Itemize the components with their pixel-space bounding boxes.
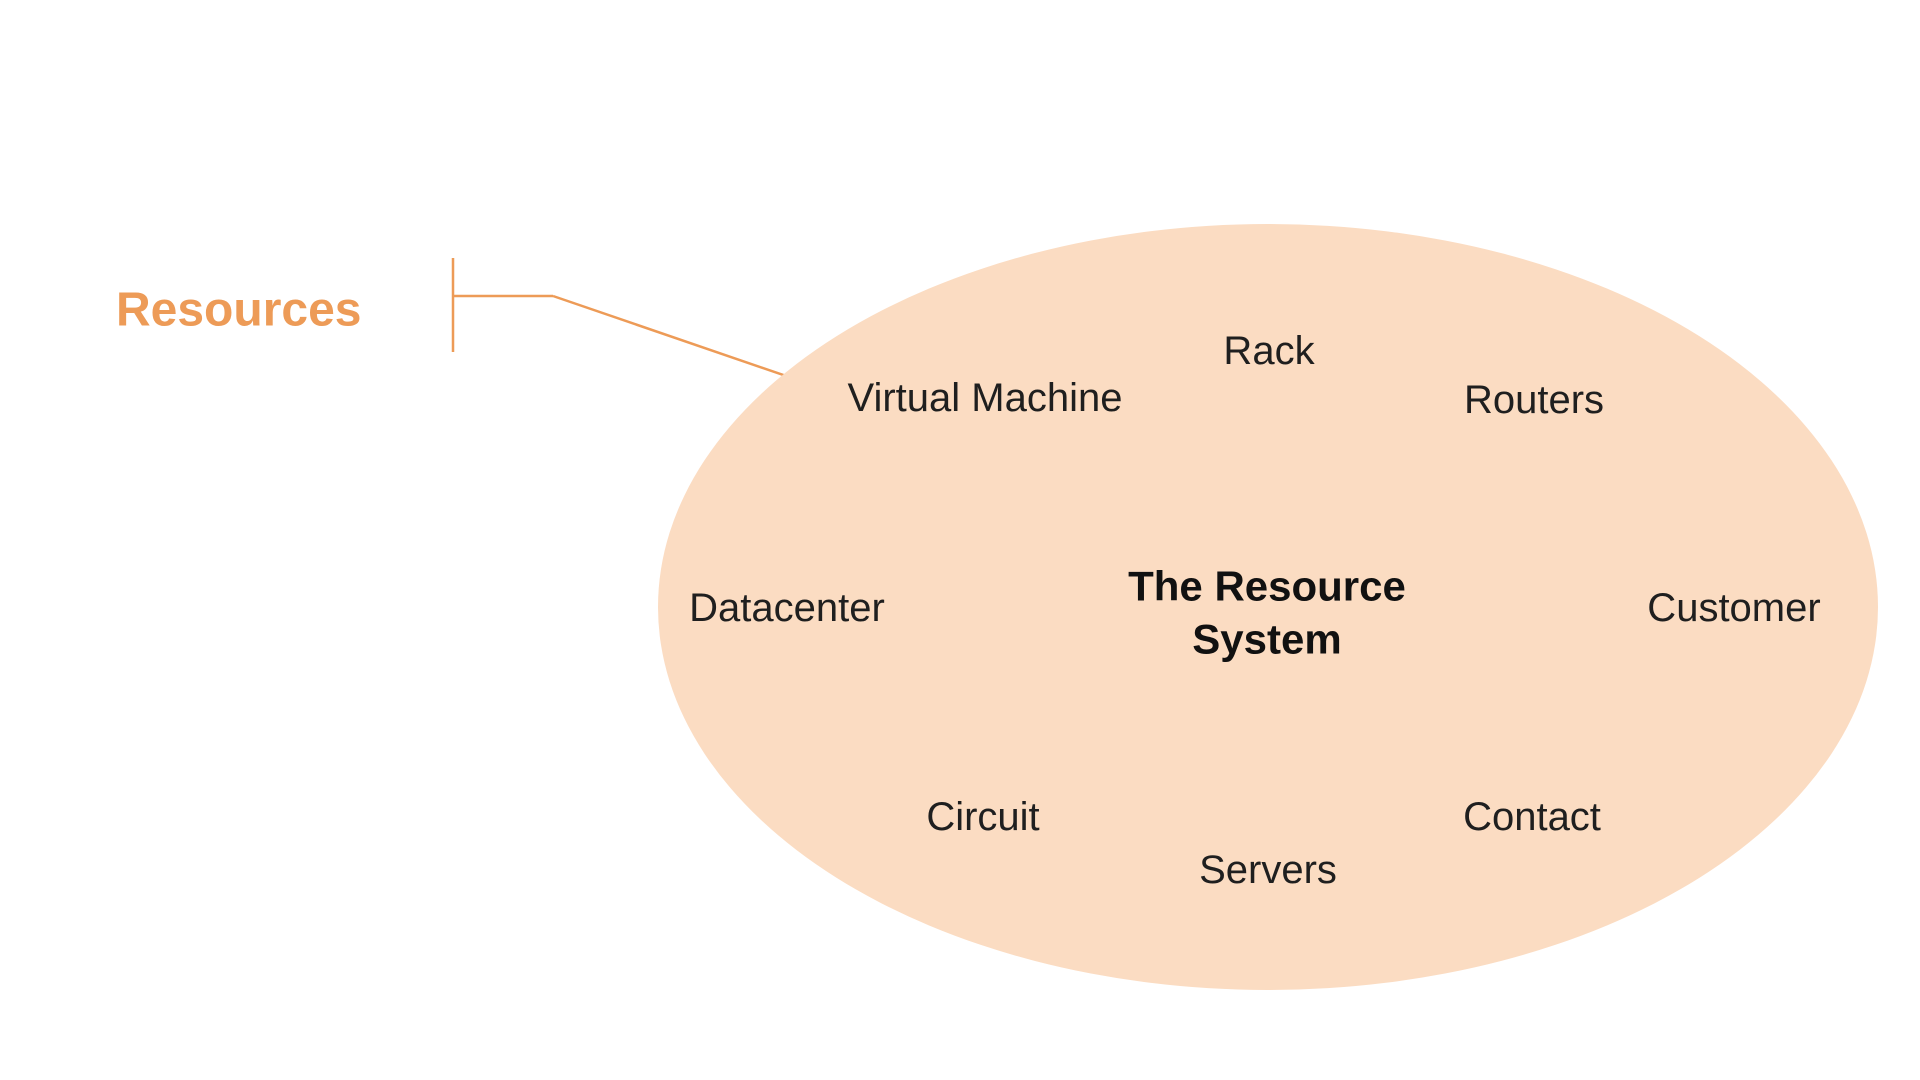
node-virtual-machine: Virtual Machine [847,376,1123,420]
node-circuit: Circuit [926,795,1040,839]
node-rack: Rack [1223,329,1315,373]
node-contact: Contact [1463,795,1601,839]
resources-label: Resources [116,283,362,337]
node-servers: Servers [1199,848,1337,892]
node-customer: Customer [1647,586,1821,630]
node-datacenter: Datacenter [689,586,885,630]
center-title: The Resource System [1128,562,1406,663]
node-routers: Routers [1463,378,1605,422]
resource-system-ellipse [658,224,1878,990]
